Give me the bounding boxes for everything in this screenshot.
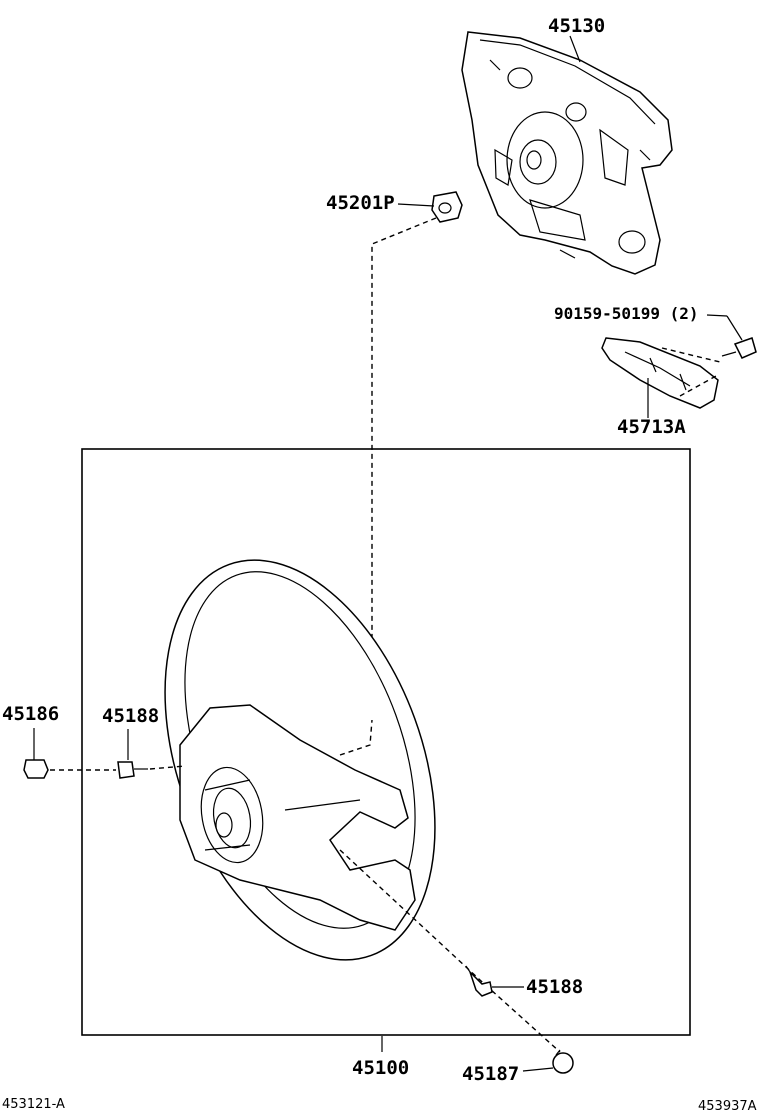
footer-right-code: 453937A — [698, 1099, 757, 1112]
label-45100: 45100 — [352, 1057, 409, 1079]
dash-bracket — [661, 347, 721, 397]
horn-pad-drawing — [461, 31, 673, 275]
steering-wheel-drawing — [164, 559, 436, 961]
dash-right — [339, 849, 561, 1053]
bracket-drawing — [601, 337, 719, 409]
wheel-assembly-frame — [81, 448, 691, 1036]
label-45187: 45187 — [462, 1063, 519, 1085]
label-45201p: 45201P — [326, 192, 395, 214]
label-45188-right: 45188 — [526, 976, 583, 998]
label-45186: 45186 — [2, 703, 59, 725]
label-45130: 45130 — [548, 15, 605, 37]
footer-left-code: 453121-A — [2, 1097, 65, 1112]
cap-right-drawing — [552, 1049, 574, 1074]
label-90159-50199: 90159-50199 (2) — [554, 304, 699, 323]
screw-right-drawing — [465, 965, 493, 997]
leader-45130 — [569, 35, 581, 63]
grommet-drawing — [431, 191, 463, 223]
cap-left-drawing — [23, 759, 49, 779]
leader-45201p — [397, 203, 435, 207]
dash-left — [50, 765, 186, 771]
screw-small-drawing — [721, 337, 757, 359]
label-45713a: 45713A — [617, 416, 686, 438]
leader-screw-1 — [706, 314, 728, 317]
screw-left-drawing — [117, 761, 148, 779]
leader-45187 — [522, 1067, 554, 1072]
dash-line-center — [371, 217, 437, 640]
leader-screw-2 — [726, 315, 743, 341]
label-45188-left: 45188 — [102, 705, 159, 727]
